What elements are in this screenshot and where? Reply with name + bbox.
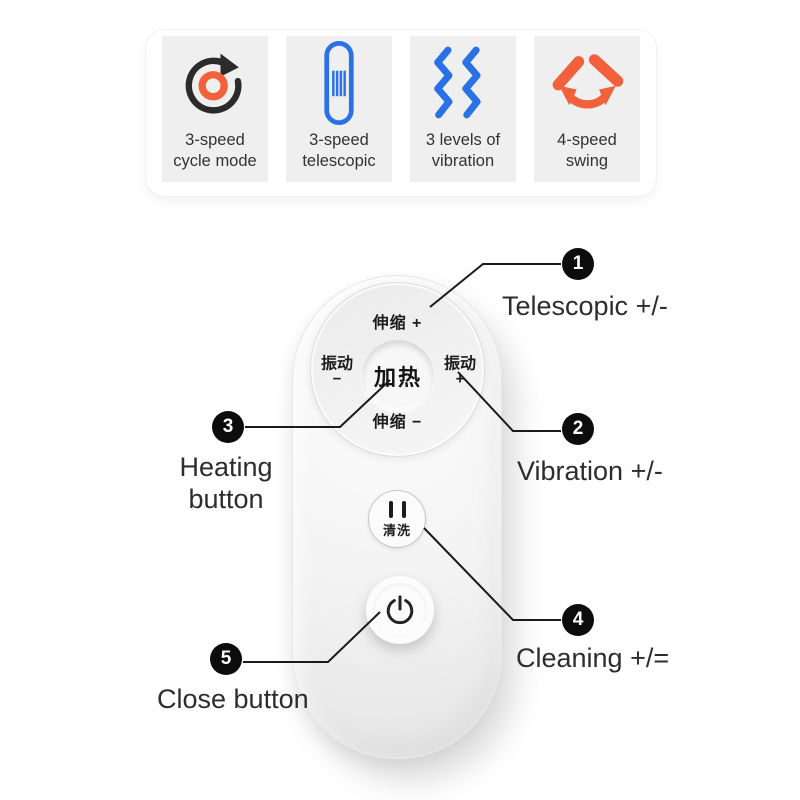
vibration-minus-button: 振动 −: [321, 355, 353, 386]
remote-control: 伸缩 + 振动 − 加热 振动 + 伸缩 − 清洗: [292, 275, 502, 759]
vibration-plus-label: 振动: [443, 355, 476, 373]
vibration-plus-button: 振动 +: [444, 355, 476, 386]
power-button: [366, 576, 434, 644]
callout-badge-5: 5: [210, 643, 242, 675]
heating-button: 加热: [362, 340, 434, 412]
cleaning-label: 清洗: [382, 522, 411, 538]
telescopic-plus-button: 伸缩 +: [372, 315, 423, 332]
cleaning-button: 清洗: [368, 490, 426, 548]
telescopic-icon: [322, 36, 356, 130]
cycle-icon: [182, 36, 248, 130]
vibration-minus-label: 振动: [321, 355, 354, 373]
swing-icon: [548, 36, 626, 130]
telescopic-minus-button: 伸缩 −: [372, 414, 423, 431]
callout-badge-3: 3: [212, 411, 244, 443]
callout-badge-1: 1: [562, 248, 594, 280]
callout-label-close: Close button: [157, 684, 309, 714]
callout-label-vibration: Vibration +/-: [517, 456, 663, 486]
callout-label-heating: Heating button: [179, 452, 273, 514]
power-icon: [373, 583, 427, 637]
callout-label-telescopic: Telescopic +/-: [502, 291, 668, 321]
callout-badge-4: 4: [562, 604, 594, 636]
minus-sign: −: [332, 370, 342, 388]
callout-label-cleaning: Cleaning +/=: [516, 643, 670, 673]
dial-pad: 伸缩 + 振动 − 加热 振动 + 伸缩 −: [310, 282, 485, 457]
plus-sign: +: [455, 370, 465, 388]
callout-badge-2: 2: [562, 413, 594, 445]
pause-icon: [388, 500, 406, 518]
vibration-icon: [433, 36, 493, 130]
